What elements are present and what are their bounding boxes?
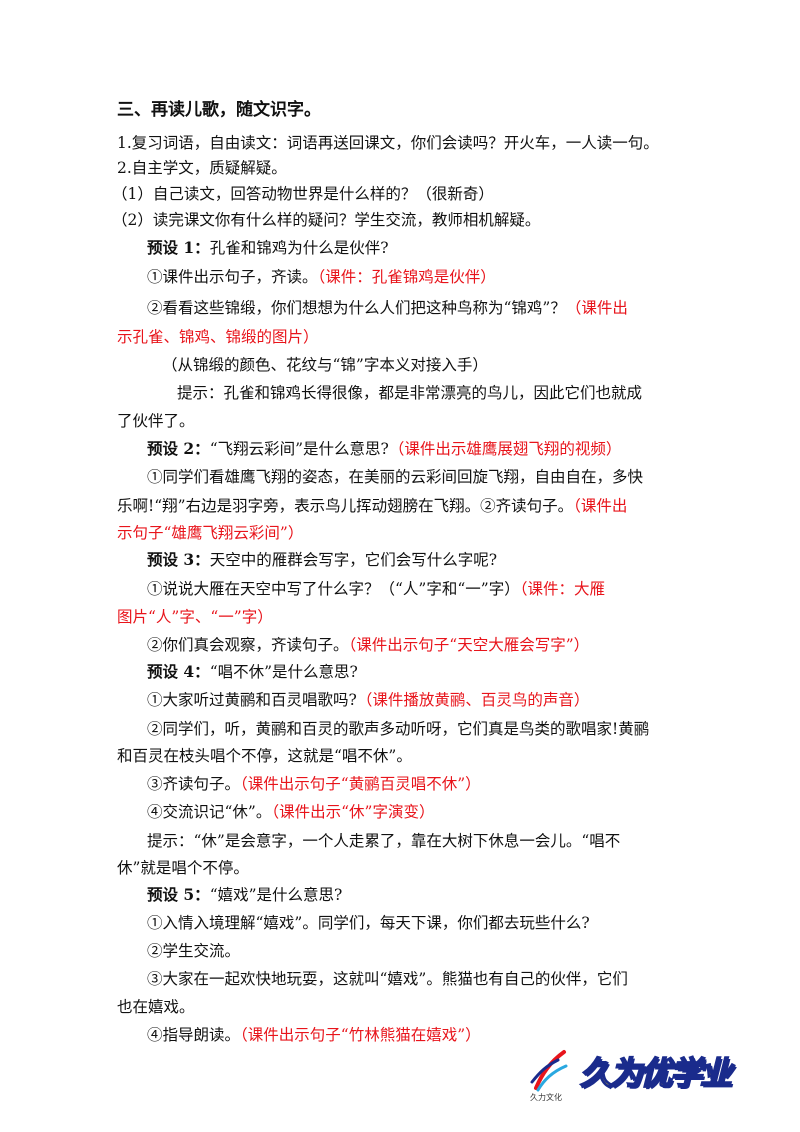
preset-4-tip: 提示：“休”是会意字，一个人走累了，靠在大树下休息一会儿。“唱不 [147,832,621,850]
preset-label: 预设 2： [147,439,210,458]
preset-5-line: ②学生交流。 [147,942,241,960]
preset-label: 预设 1： [147,238,210,257]
preset-4-line: ④交流识记“休”。（课件出示“休”字演变） [147,803,435,821]
preset-3-line: ①说说大雁在天空中写了什么字？（“人”字和“一”字）（课件：大雁 [147,580,605,598]
preset-label: 预设 3： [147,550,210,569]
preset-1-note: （从锦缎的颜色、花纹与“锦”字本义对接入手） [162,356,488,374]
paragraph: 2.自主学文，质疑解疑。 [117,159,287,177]
preset-2-line: 示句子“雄鹰飞翔云彩间”） [117,524,304,542]
preset-3-line: ②你们真会观察，齐读句子。（课件出示句子“天空大雁会写字”） [147,636,590,654]
preset-4-line: ③齐读句子。（课件出示句子“黄鹂百灵唱不休”） [147,775,481,793]
preset-3-line: 图片“人”字、“一”字） [117,608,273,626]
preset-1-line: 示孔雀、锦鸡、锦缎的图片） [117,328,319,346]
preset-5-line: ③大家在一起欢快地玩耍，这就叫“嬉戏”。熊猫也有自己的伙伴，它们 [147,970,628,988]
preset-4-line: ②同学们，听，黄鹂和百灵的歌声多动听呀，它们真是鸟类的歌唱家!黄鹂 [147,720,650,738]
preset-1-line: ①课件出示句子，齐读。（课件：孔雀锦鸡是伙伴） [147,268,496,286]
preset-5-line: ④指导朗读。（课件出示句子“竹林熊猫在嬉戏”） [147,1026,481,1044]
preset-5-question: 预设 5：“嬉戏”是什么意思? [147,885,343,904]
logo-text: 久为优学业 [579,1053,733,1093]
preset-2-question: 预设 2：“飞翔云彩间”是什么意思?（课件出示雄鹰展翅飞翔的视频） [147,439,622,458]
preset-4-line: 和百灵在枝头唱个不停，这就是“唱不休”。 [117,747,412,765]
preset-2-line: ①同学们看雄鹰飞翔的姿态，在美丽的云彩间回旋飞翔，自由自在，多快 [147,468,644,486]
paragraph: （2）读完课文你有什么样的疑问？学生交流，教师相机解疑。 [112,211,541,229]
paragraph: 1.复习词语，自由读文：词语再送回课文，你们会读吗？开火车，一人读一句。 [117,134,659,152]
logo-swirl-icon [530,1050,568,1092]
preset-1-tip: 提示：孔雀和锦鸡长得很像，都是非常漂亮的鸟儿，因此它们也就成 [177,384,643,402]
preset-2-line: 乐啊!“翔”右边是羽字旁，表示鸟儿挥动翅膀在飞翔。②齐读句子。（课件出 [117,497,628,515]
preset-1-question: 预设 1：孔雀和锦鸡为什么是伙伴? [147,238,389,257]
preset-label: 预设 4： [147,662,210,681]
preset-4-tip: 休”就是唱个不停。 [117,859,249,877]
logo-brand-name: 久力文化 [530,1093,562,1102]
preset-5-line: ①入情入境理解“嬉戏”。同学们，每天下课，你们都去玩些什么? [147,914,590,932]
preset-5-line: 也在嬉戏。 [117,998,195,1016]
preset-label: 预设 5： [147,885,210,904]
preset-4-line: ①大家听过黄鹂和百灵唱歌吗?（课件播放黄鹂、百灵鸟的声音） [147,691,590,709]
preset-1-line: ②看看这些锦缎，你们想想为什么人们把这种鸟称为“锦鸡”？（课件出 [147,299,628,317]
section-heading: 三、再读儿歌，随文识字。 [117,100,321,120]
paragraph: （1）自己读文，回答动物世界是什么样的？（很新奇） [112,185,494,203]
preset-3-question: 预设 3：天空中的雁群会写字，它们会写什么字呢? [147,550,497,569]
preset-1-tip: 了伙伴了。 [117,412,195,430]
preset-4-question: 预设 4：“唱不休”是什么意思? [147,662,358,681]
